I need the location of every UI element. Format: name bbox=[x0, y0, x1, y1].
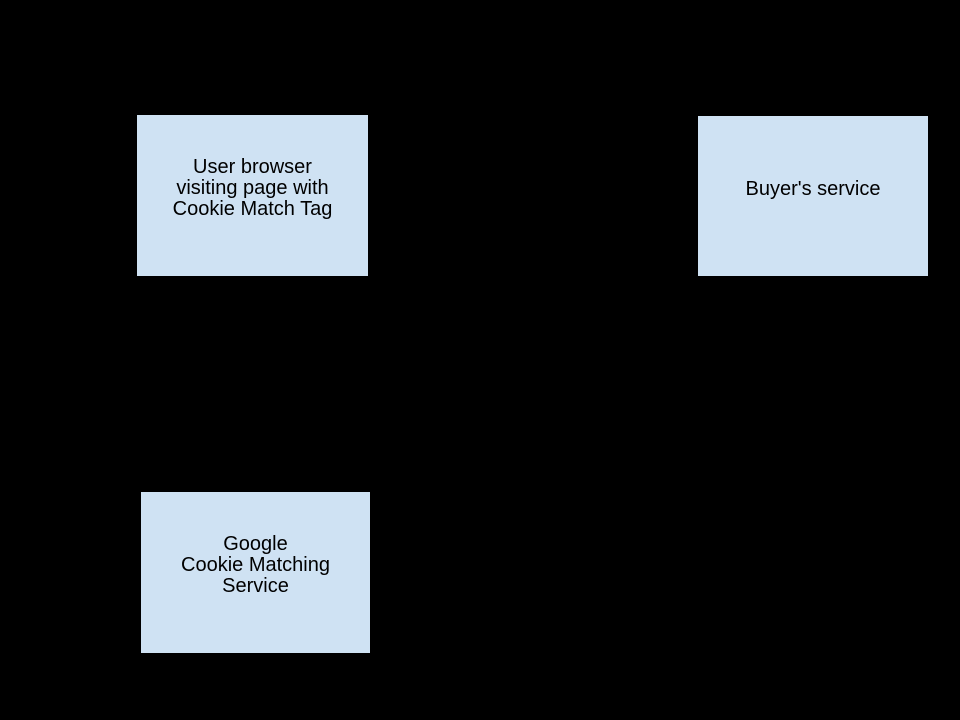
node-google-cookie-matching-service-label: Google Cookie Matching Service bbox=[181, 533, 330, 597]
node-user-browser-label: User browser visiting page with Cookie M… bbox=[172, 156, 333, 220]
node-buyers-service: Buyer's service bbox=[697, 115, 929, 277]
node-buyers-service-label: Buyer's service bbox=[745, 177, 881, 200]
node-user-browser: User browser visiting page with Cookie M… bbox=[136, 114, 369, 277]
node-google-cookie-matching-service: Google Cookie Matching Service bbox=[140, 491, 371, 654]
